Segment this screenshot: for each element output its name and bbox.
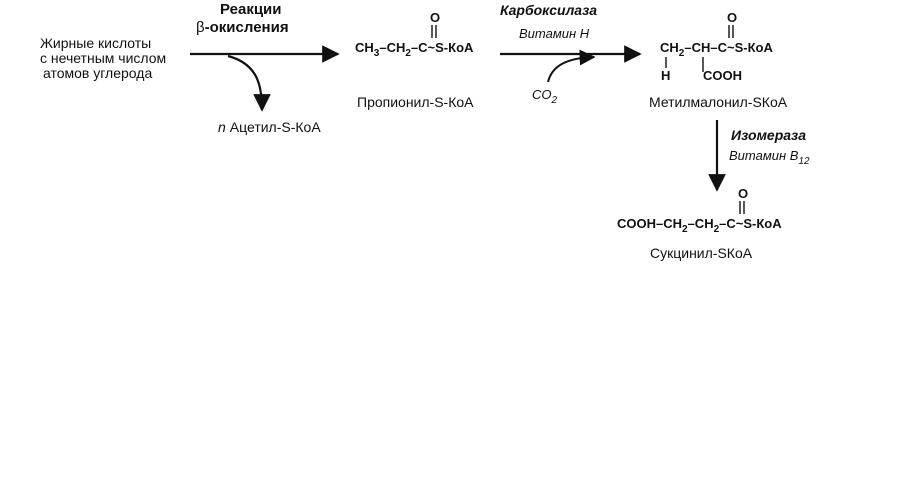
succinyl-oxygen: O bbox=[738, 186, 748, 201]
step1-label-line1: Реакции bbox=[220, 1, 282, 18]
methylmalonyl-formula: CH2–CH–C~S-КоА bbox=[660, 40, 773, 59]
methylmalonyl-oxygen: O bbox=[727, 10, 737, 25]
beta-symbol: β bbox=[196, 19, 205, 36]
acetyl-branch-arrow bbox=[227, 54, 271, 112]
propionyl-name: Пропионил-S-КоА bbox=[357, 94, 474, 110]
carboxylase-label: Карбоксилаза bbox=[500, 2, 597, 18]
step1-label-line2: β-окисления bbox=[196, 19, 289, 36]
acetyl-n: n bbox=[218, 119, 226, 135]
propionyl-oxygen: O bbox=[430, 10, 440, 25]
step1-label-suffix: -окисления bbox=[205, 19, 289, 36]
acetyl-name: Ацетил-S-КоА bbox=[230, 119, 322, 135]
vitamin-b12-label: Витамин В12 bbox=[729, 148, 810, 167]
co2-label: CO2 bbox=[532, 87, 558, 106]
methylmalonyl-name: Метилмалонил-SКоА bbox=[649, 94, 788, 110]
propionyl-formula: CH3–CH2–C~S-КоА bbox=[355, 40, 474, 59]
start-label-line3: атомов углерода bbox=[43, 65, 152, 81]
vitamin-h-label: Витамин Н bbox=[519, 26, 590, 41]
succinyl-name: Сукцинил-SКоА bbox=[650, 245, 753, 261]
co2-arrow bbox=[547, 49, 596, 83]
methylmalonyl-h: H bbox=[661, 68, 670, 83]
methylmalonyl-cooh: COOH bbox=[703, 68, 742, 83]
succinyl-formula: COOH–CH2–CH2–C~S-КоА bbox=[617, 216, 782, 235]
isomerase-label: Изомераза bbox=[731, 127, 806, 143]
start-label-line2: с нечетным числом bbox=[40, 50, 166, 66]
start-label-line1: Жирные кислоты bbox=[40, 35, 151, 51]
